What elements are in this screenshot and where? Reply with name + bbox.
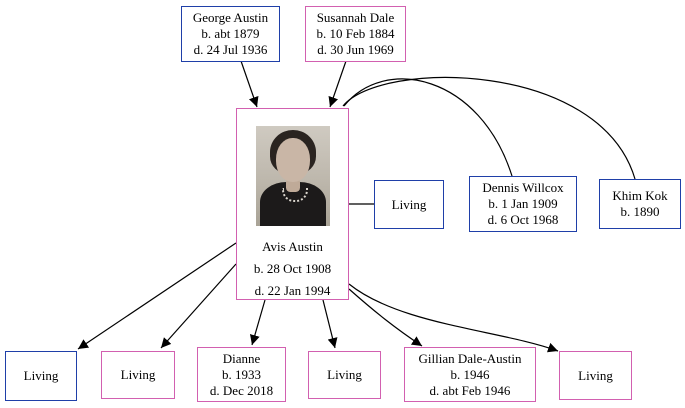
person-child-living-6[interactable]: Living bbox=[559, 351, 632, 400]
person-birth: b. 10 Feb 1884 bbox=[316, 26, 395, 41]
person-birth: b. 1 Jan 1909 bbox=[488, 196, 558, 211]
person-child-living-4[interactable]: Living bbox=[308, 351, 381, 399]
person-death: d. 6 Oct 1968 bbox=[487, 212, 559, 227]
edge-susannah-to-avis bbox=[328, 60, 347, 108]
edge-avis-spouse-khim bbox=[342, 76, 636, 180]
person-name: Avis Austin bbox=[262, 239, 323, 254]
person-susannah-dale[interactable]: Susannah Dale b. 10 Feb 1884 d. 30 Jun 1… bbox=[305, 6, 406, 62]
person-death: d. 24 Jul 1936 bbox=[193, 42, 268, 57]
person-george-austin[interactable]: George Austin b. abt 1879 d. 24 Jul 1936 bbox=[181, 6, 280, 62]
person-name: Living bbox=[578, 367, 613, 383]
person-dennis-willcox[interactable]: Dennis Willcox b. 1 Jan 1909 d. 6 Oct 19… bbox=[469, 176, 577, 232]
person-khim-kok[interactable]: Khim Kok b. 1890 bbox=[599, 179, 681, 229]
person-name: Living bbox=[327, 367, 362, 382]
edge-avis-to-child6 bbox=[348, 283, 559, 353]
edge-avis-spouse-dennis bbox=[343, 78, 513, 177]
person-name: Dennis Willcox bbox=[482, 180, 564, 195]
person-name: Susannah Dale bbox=[316, 10, 395, 25]
person-birth: b. abt 1879 bbox=[201, 26, 260, 41]
person-death: d. 22 Jan 1994 bbox=[254, 283, 331, 298]
edge-avis-to-child2 bbox=[160, 263, 237, 349]
person-name: Living bbox=[391, 196, 427, 212]
edge-avis-to-child4 bbox=[322, 299, 338, 349]
person-birth: b. 28 Oct 1908 bbox=[253, 261, 332, 276]
person-name: Living bbox=[23, 368, 59, 383]
person-child-living-1[interactable]: Living bbox=[5, 351, 77, 401]
person-avis-austin[interactable]: Avis Austin b. 28 Oct 1908 d. 22 Jan 199… bbox=[236, 108, 349, 300]
person-name: Dianne bbox=[222, 350, 261, 366]
edge-avis-to-dianne bbox=[249, 299, 266, 346]
person-birth: b. 1890 bbox=[620, 204, 660, 219]
person-dianne[interactable]: Dianne b. 1933 d. Dec 2018 bbox=[197, 347, 286, 402]
portrait-photo bbox=[255, 126, 330, 226]
person-name: Gillian Dale-Austin bbox=[418, 350, 522, 366]
person-birth: b. 1933 bbox=[222, 366, 261, 382]
person-name: Khim Kok bbox=[612, 188, 668, 203]
edge-george-to-avis bbox=[240, 60, 259, 108]
person-death: d. abt Feb 1946 bbox=[429, 382, 511, 398]
person-death: d. Dec 2018 bbox=[209, 382, 274, 398]
person-death: d. 30 Jun 1969 bbox=[317, 42, 394, 57]
person-name: Living bbox=[120, 367, 156, 382]
person-spouse-living[interactable]: Living bbox=[374, 180, 444, 229]
person-birth: b. 1946 bbox=[450, 366, 490, 382]
edge-avis-to-child1 bbox=[77, 242, 237, 350]
person-gillian-dale-austin[interactable]: Gillian Dale-Austin b. 1946 d. abt Feb 1… bbox=[404, 347, 536, 402]
edge-avis-to-gillian bbox=[348, 288, 423, 347]
person-name: George Austin bbox=[192, 10, 269, 25]
person-child-living-2[interactable]: Living bbox=[101, 351, 175, 399]
